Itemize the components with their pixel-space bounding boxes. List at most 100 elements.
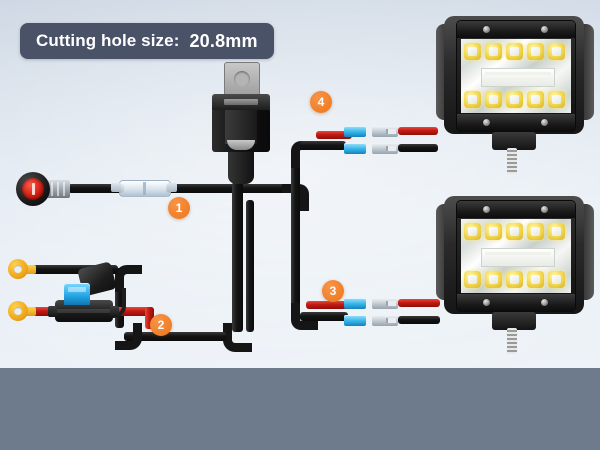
led-chip — [464, 43, 481, 60]
callout-marker-3: 3 — [322, 280, 344, 302]
relay-bottom-cap — [227, 140, 255, 150]
pod-screw — [483, 299, 490, 306]
pod-screw — [483, 119, 490, 126]
spade-female-black-upper — [344, 143, 366, 154]
blade-fuse-highlight — [68, 287, 86, 292]
pod-lens — [461, 39, 571, 113]
relay-mounting-hole — [234, 71, 250, 87]
wire-positive-riser — [145, 307, 154, 329]
spade-male-black-lower — [372, 315, 398, 326]
wire-pod-upper-black — [398, 144, 438, 152]
pod-mount-stud — [507, 148, 517, 174]
led-chip — [548, 91, 565, 108]
pod-rail-bottom — [457, 114, 575, 131]
led-chip — [485, 91, 502, 108]
wire-switch-lead-a — [68, 184, 124, 193]
pod-reflector-strip — [481, 248, 555, 267]
pod-rail-bottom — [457, 294, 575, 311]
pod-face — [456, 200, 576, 312]
rocker-switch — [16, 172, 50, 206]
pod-screw — [541, 299, 548, 306]
switch-barrel-rib — [63, 182, 65, 196]
relay-top-slot — [224, 99, 258, 105]
spade-fork — [386, 146, 396, 151]
led-chip — [506, 223, 523, 240]
fuse-holder-end-right — [110, 306, 119, 317]
led-chip — [527, 271, 544, 288]
led-chip — [485, 43, 502, 60]
wire-battery-branch-black — [124, 332, 226, 341]
callout-marker-2: 2 — [150, 314, 172, 336]
led-chip — [506, 43, 523, 60]
ring-terminal-hole — [14, 307, 22, 315]
relay-mounting-tab — [224, 62, 260, 98]
connector-tip-right — [167, 183, 177, 192]
wire-pod-upper-red — [398, 127, 438, 135]
wire-pod-lower-black — [398, 316, 440, 324]
callout-marker-4: 4 — [310, 91, 332, 113]
ring-terminal-hole — [14, 265, 22, 273]
blade-fuse — [64, 283, 90, 305]
inline-waterproof-connector — [119, 180, 171, 197]
pod-rail-top — [457, 201, 575, 218]
wire-trunk-vertical-right — [291, 150, 300, 312]
wire-upper-branch-red — [316, 131, 352, 139]
rocker-switch-face — [22, 178, 44, 200]
wire-corner-negative-top — [115, 265, 142, 292]
led-chip — [548, 223, 565, 240]
relay-top-cap — [212, 94, 270, 110]
led-chip — [548, 271, 565, 288]
relay-wire-boot — [228, 148, 254, 184]
ring-terminal-negative — [8, 259, 28, 279]
led-chip — [548, 43, 565, 60]
wire-lower-branch-red — [306, 301, 348, 309]
spade-fork — [386, 301, 396, 306]
pod-screw — [541, 119, 548, 126]
wire-upper-branch-black — [300, 141, 346, 150]
led-chip — [485, 223, 502, 240]
pod-reflector-strip — [481, 68, 555, 87]
led-chip — [464, 271, 481, 288]
wire-positive-right-segment — [108, 307, 154, 316]
spade-male-red-lower — [372, 298, 398, 309]
cutting-hole-size-badge: Cutting hole size: 20.8mm — [20, 23, 274, 59]
callout-marker-1: 1 — [168, 197, 190, 219]
led-chip — [464, 223, 481, 240]
led-chip — [464, 91, 481, 108]
wire-relay-trunk-secondary — [246, 200, 254, 332]
wire-pod-lower-red — [398, 299, 440, 307]
cutting-hole-size-label: Cutting hole size: — [36, 31, 180, 50]
wire-corner-battery-left — [115, 323, 142, 350]
pod-screw — [541, 206, 548, 213]
spade-male-red-upper — [372, 126, 398, 137]
wire-corner-battery-branch — [223, 323, 252, 352]
spade-female-red-lower — [344, 298, 366, 309]
rocker-switch-indicator — [32, 183, 35, 195]
wire-positive-left-segment — [26, 307, 60, 316]
wire-negative-to-ring — [26, 265, 118, 274]
relay — [212, 108, 270, 152]
led-chip — [527, 91, 544, 108]
relay-body-inner — [225, 108, 257, 144]
led-chip — [485, 271, 502, 288]
cutting-hole-size-value: 20.8mm — [189, 30, 258, 51]
led-chip — [506, 91, 523, 108]
spade-fork — [386, 129, 396, 134]
pod-mount-neck — [492, 132, 536, 150]
ring-terminal-neck-negative — [24, 265, 36, 274]
inline-fuse-holder — [55, 300, 113, 322]
led-chip — [527, 223, 544, 240]
spade-female-black-lower — [344, 315, 366, 326]
ring-terminal-positive — [8, 301, 28, 321]
pod-rail-top — [457, 21, 575, 38]
pod-screw — [483, 206, 490, 213]
connector-seam — [143, 182, 146, 195]
wire-corner-lower-branch — [291, 303, 318, 330]
wire-relay-trunk — [232, 182, 243, 332]
wire-lower-branch-black — [300, 312, 348, 321]
led-chip — [527, 43, 544, 60]
pod-screw — [541, 26, 548, 33]
fuse-holder-ridge — [55, 309, 113, 313]
pod-lens — [461, 219, 571, 293]
